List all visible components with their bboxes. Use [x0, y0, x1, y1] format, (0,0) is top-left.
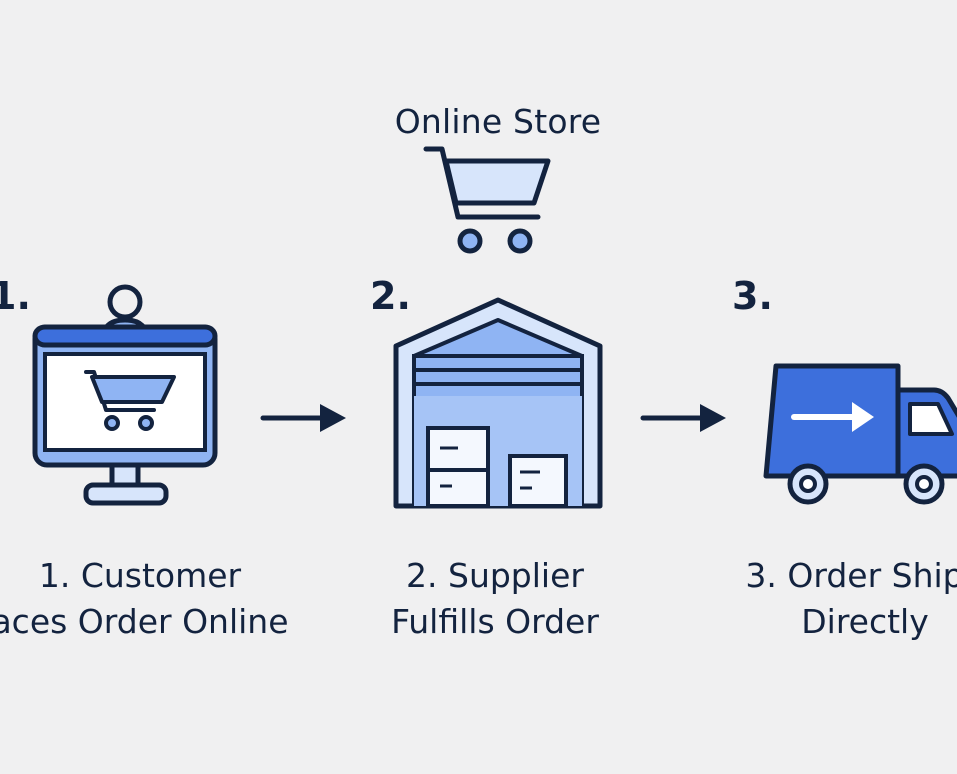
step-caption-1-line2: aces Order Online [0, 602, 289, 641]
computer-shopping-icon [32, 284, 218, 506]
step-caption-1-line1: 1. Customer [38, 556, 242, 595]
step-number-1: 1. [0, 274, 31, 318]
step-number-2: 2. [370, 274, 411, 318]
step-caption-2: 2. Supplier Fulfills Order [345, 553, 645, 645]
step-caption-2-line1: 2. Supplier [406, 556, 584, 595]
delivery-truck-icon [763, 363, 957, 505]
step-caption-3: 3. Order Shipp Directly [715, 553, 957, 645]
shopping-cart-icon [423, 146, 551, 254]
warehouse-icon [393, 297, 603, 509]
step-caption-3-line2: Directly [801, 602, 929, 641]
step-caption-2-line2: Fulfills Order [391, 602, 599, 641]
arrow-right-icon [640, 404, 726, 432]
step-caption-1: 1. Customer aces Order Online [0, 553, 310, 645]
online-store-label: Online Store [394, 102, 602, 141]
step-caption-3-line1: 3. Order Shipp [745, 556, 957, 595]
arrow-right-icon [260, 404, 346, 432]
step-number-3: 3. [732, 274, 773, 318]
